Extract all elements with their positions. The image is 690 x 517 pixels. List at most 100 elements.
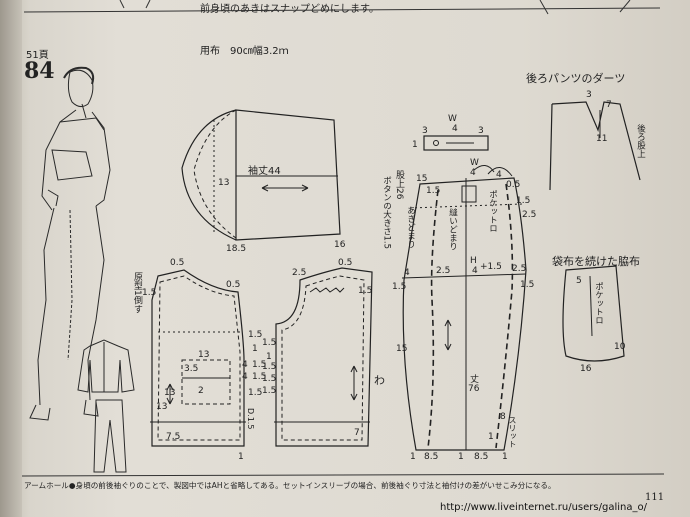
pants-dim-3: 4: [404, 268, 410, 278]
front-side: 1.5: [142, 288, 157, 298]
front-right-dim-4: 4: [242, 372, 248, 382]
waistband-right: 3: [478, 126, 484, 136]
dart-side-label: 後ろ股上: [635, 124, 646, 158]
back-left-dim-1: 1: [266, 352, 272, 362]
sleeve-bottom-left: 18.5: [226, 244, 247, 254]
back-side: 1.5: [358, 286, 373, 296]
front-pocket-width: 13: [198, 350, 210, 360]
pocket-top: 5: [576, 276, 582, 286]
sleeve-height: 13: [218, 178, 230, 188]
pants-dim-6: 15: [396, 344, 408, 354]
waistband-top: 1: [412, 140, 418, 150]
pants-dim-10: 2.5: [522, 210, 537, 220]
pants-dim-5: 1.5: [392, 282, 407, 292]
pants-length-label: 丈: [470, 375, 480, 385]
watermark-url[interactable]: http://www.liveinternet.ru/users/galina_…: [440, 502, 647, 513]
fashion-illustration: [29, 66, 111, 421]
back-left-dim-3: 1.5: [262, 374, 277, 384]
pants-stitch-label: 縫いどまり: [447, 208, 458, 251]
mini-jacket-flat: [77, 339, 135, 393]
pants-pocket-label: ポケットロ: [487, 190, 498, 233]
previous-figure-fragment: [119, 0, 631, 15]
front-bottom-right-label: D.1.5: [246, 408, 255, 430]
pants-dim-1: 1.5: [426, 186, 441, 196]
fabric-requirement: 用布 90㎝幅3.2ｍ: [200, 46, 289, 57]
side-pocket-title: 袋布を続けた脇布: [552, 255, 640, 268]
back-top-left: 2.5: [292, 268, 307, 278]
pants-pattern: [401, 165, 527, 451]
front-pocket-num: 2: [198, 386, 204, 396]
front-bottom-dim: 7.5: [166, 432, 181, 442]
front-top-b: 0.5: [226, 280, 241, 290]
front-right-dim-6: 1.5: [248, 388, 263, 398]
pants-dim-13: 1: [488, 432, 494, 442]
front-left-dim: 13: [156, 402, 168, 412]
mini-pants-flat: [93, 399, 127, 473]
back-left-dim-0: 1.5: [262, 338, 277, 348]
darts-title: 後ろパンツのダーツ: [526, 72, 626, 85]
pants-rise-label: 股上26: [394, 170, 404, 200]
sleeve-length: 袖丈44: [248, 166, 281, 177]
pocket-right: 10: [614, 342, 626, 352]
pants-waist-num: 4: [470, 168, 476, 178]
dart-num-2: 11: [596, 134, 608, 144]
page-binding-shadow: [0, 0, 22, 517]
pants-button-label: ボタンの大きさ1.5: [381, 176, 392, 250]
pants-bottom-4: 1: [502, 452, 508, 462]
front-right-dim-1: 1: [252, 344, 258, 354]
pants-bottom-1: 8.5: [424, 452, 439, 462]
front-right-dim-2: 4: [242, 360, 248, 370]
pants-hip-a: H: [470, 256, 477, 266]
pants-length-num: 76: [468, 384, 480, 394]
pants-dim-4: 2.5: [512, 264, 527, 274]
waistband-num: 4: [452, 124, 458, 134]
pants-dim-8: 0.5: [506, 180, 521, 190]
pants-dim-7: 4: [496, 170, 502, 180]
footer-rule: [21, 473, 665, 477]
front-bottom-right: 1: [238, 452, 244, 462]
waistband-left: 3: [422, 126, 428, 136]
top-note: 前身頃のあきはスナップどめにします。: [200, 4, 379, 15]
pants-bottom-3: 8.5: [474, 452, 489, 462]
pants-dim-11: 1.5: [520, 280, 535, 290]
pants-dim-9: 1.5: [516, 196, 531, 206]
waistband-w: W: [448, 114, 457, 124]
front-note: 原型1倒す: [132, 272, 142, 314]
front-right-dim-5: 1.5: [252, 372, 267, 382]
pants-slit-label: スリット: [508, 416, 517, 448]
side-pocket-pattern: [562, 265, 625, 362]
back-fold-mark: わ: [374, 374, 385, 387]
page-reference: 51頁: [26, 50, 49, 61]
back-left-dim-2: 1.5: [262, 362, 277, 372]
sleeve-pattern: [181, 109, 341, 241]
footer-note: アームホール●身頃の前後袖ぐりのことで、製図中ではAHと省略してある。セットイン…: [24, 481, 556, 490]
pants-dim-12: 8: [500, 412, 506, 422]
pants-bottom-0: 1: [410, 452, 416, 462]
dart-num-0: 3: [586, 90, 592, 100]
waistband-pattern: [423, 135, 489, 151]
page-number: 111: [645, 492, 665, 503]
sleeve-bottom-right: 16: [334, 240, 346, 250]
dart-num-1: 7: [606, 100, 612, 110]
pants-bottom-2: 1: [458, 452, 464, 462]
pants-dim-0: 15: [416, 174, 428, 184]
back-top-right: 0.5: [338, 258, 353, 268]
pattern-number: 84: [24, 58, 55, 84]
front-right-dim-3: 1.5: [252, 360, 267, 370]
pants-hip-c: +1.5: [480, 262, 502, 272]
front-top-a: 0.5: [170, 258, 185, 268]
pants-hip-b: 4: [472, 266, 478, 276]
pocket-bottom: 16: [580, 364, 592, 374]
back-bodice-pattern: [274, 267, 373, 447]
figure-head: [67, 69, 94, 108]
pants-opening-label: あきどまり: [405, 206, 416, 249]
back-darts-pattern: [549, 101, 641, 191]
front-right-dim-0: 1.5: [248, 330, 263, 340]
pants-dim-2: 2.5: [436, 266, 451, 276]
front-pocket-height: 13: [164, 388, 176, 398]
front-bodice-pattern: [150, 269, 246, 447]
back-bottom-dim: 7: [354, 428, 360, 438]
back-left-dim-4: 1.5: [262, 386, 277, 396]
